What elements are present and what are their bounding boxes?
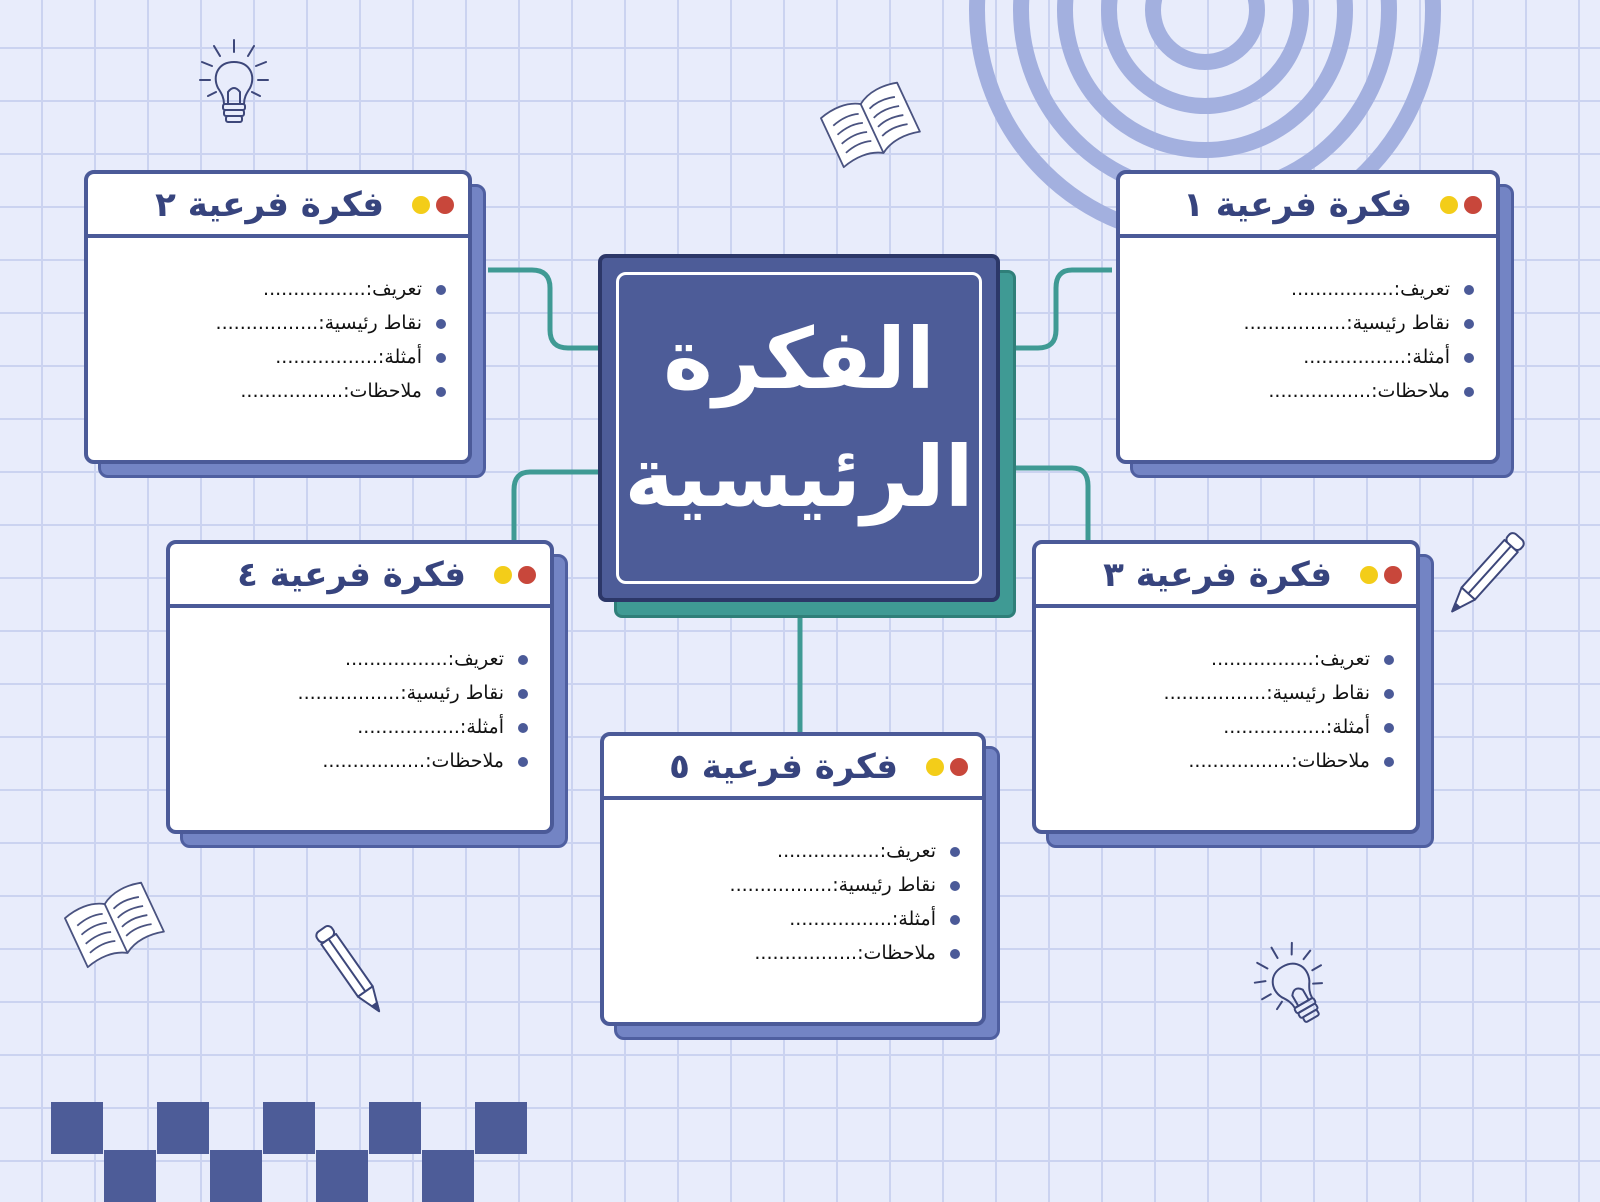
sub-idea-list: تعريف:................. نقاط رئيسية:....… [298, 642, 528, 778]
bullet-icon [950, 880, 960, 891]
main-idea-line-2: الرئيسية [624, 428, 974, 526]
list-item: ملاحظات:................. [298, 744, 528, 778]
open-book-icon [64, 881, 165, 969]
bullet-icon [1384, 756, 1394, 767]
list-item: نقاط رئيسية:................. [1164, 676, 1394, 710]
light-bulb-icon [199, 39, 269, 123]
sub-idea-list: تعريف:................. نقاط رئيسية:....… [730, 834, 960, 970]
list-item: أمثلة:................. [298, 710, 528, 744]
sub-idea-title: فكرة فرعية ٣ [1103, 555, 1332, 595]
connector-sub-idea-1 [1000, 267, 1112, 351]
list-item: أمثلة:................. [216, 340, 446, 374]
red-dot-icon [1384, 566, 1402, 584]
list-item: أمثلة:................. [1244, 340, 1474, 374]
yellow-dot-icon [494, 566, 512, 584]
bullet-icon [1464, 284, 1474, 295]
bullet-icon [1464, 352, 1474, 363]
bullet-icon [950, 914, 960, 925]
card-header: فكرة فرعية ١ [1120, 174, 1496, 238]
main-idea-title: الفكرة الرئيسية [602, 300, 996, 536]
list-item: تعريف:................. [298, 642, 528, 676]
list-item: ملاحظات:................. [1244, 374, 1474, 408]
bullet-icon [436, 352, 446, 363]
bullet-icon [1464, 386, 1474, 397]
list-item: ملاحظات:................. [216, 374, 446, 408]
sub-idea-card-1: فكرة فرعية ١ تعريف:................. نقا… [1116, 170, 1514, 478]
sub-idea-list: تعريف:................. نقاط رئيسية:....… [1164, 642, 1394, 778]
bullet-icon [1464, 318, 1474, 329]
bullet-icon [518, 756, 528, 767]
yellow-dot-icon [1440, 196, 1458, 214]
red-dot-icon [436, 196, 454, 214]
list-item: تعريف:................. [1164, 642, 1394, 676]
card-header: فكرة فرعية ٤ [170, 544, 550, 608]
list-item: أمثلة:................. [1164, 710, 1394, 744]
sub-idea-title: فكرة فرعية ١ [1183, 185, 1412, 225]
list-item: نقاط رئيسية:................. [730, 868, 960, 902]
card-header: فكرة فرعية ٣ [1036, 544, 1416, 608]
main-idea-box: الفكرة الرئيسية [598, 254, 1016, 618]
card-header: فكرة فرعية ٥ [604, 736, 982, 800]
yellow-dot-icon [1360, 566, 1378, 584]
red-dot-icon [950, 758, 968, 776]
red-dot-icon [1464, 196, 1482, 214]
list-item: نقاط رئيسية:................. [1244, 306, 1474, 340]
sub-idea-list: تعريف:................. نقاط رئيسية:....… [216, 272, 446, 408]
red-dot-icon [518, 566, 536, 584]
yellow-dot-icon [412, 196, 430, 214]
sub-idea-title: فكرة فرعية ٢ [155, 185, 384, 225]
light-bulb-icon [1253, 941, 1324, 1023]
sub-idea-card-2: فكرة فرعية ٢ تعريف:................. نقا… [84, 170, 486, 478]
sub-idea-card-5: فكرة فرعية ٥ تعريف:................. نقا… [600, 732, 1000, 1040]
bullet-icon [1384, 688, 1394, 699]
main-idea-line-1: الفكرة [663, 310, 935, 408]
list-item: ملاحظات:................. [1164, 744, 1394, 778]
connector-sub-idea-4 [511, 469, 598, 542]
list-item: تعريف:................. [216, 272, 446, 306]
bullet-icon [1384, 722, 1394, 733]
pencil-icon [1451, 532, 1525, 613]
bullet-icon [436, 318, 446, 329]
sub-idea-list: تعريف:................. نقاط رئيسية:....… [1244, 272, 1474, 408]
connector-sub-idea-2 [488, 267, 598, 351]
list-item: تعريف:................. [1244, 272, 1474, 306]
pencil-icon [315, 925, 381, 1013]
yellow-dot-icon [926, 758, 944, 776]
list-item: نقاط رئيسية:................. [298, 676, 528, 710]
sub-idea-title: فكرة فرعية ٥ [669, 747, 898, 787]
bullet-icon [950, 846, 960, 857]
bullet-icon [1384, 654, 1394, 665]
sub-idea-title: فكرة فرعية ٤ [237, 555, 466, 595]
connector-sub-idea-3 [1000, 465, 1091, 542]
bullet-icon [518, 722, 528, 733]
bullet-icon [518, 654, 528, 665]
list-item: نقاط رئيسية:................. [216, 306, 446, 340]
bullet-icon [436, 386, 446, 397]
sub-idea-card-3: فكرة فرعية ٣ تعريف:................. نقا… [1032, 540, 1434, 848]
list-item: تعريف:................. [730, 834, 960, 868]
bullet-icon [518, 688, 528, 699]
open-book-icon [820, 81, 921, 169]
bullet-icon [436, 284, 446, 295]
bullet-icon [950, 948, 960, 959]
list-item: ملاحظات:................. [730, 936, 960, 970]
sub-idea-card-4: فكرة فرعية ٤ تعريف:................. نقا… [166, 540, 568, 848]
card-header: فكرة فرعية ٢ [88, 174, 468, 238]
list-item: أمثلة:................. [730, 902, 960, 936]
